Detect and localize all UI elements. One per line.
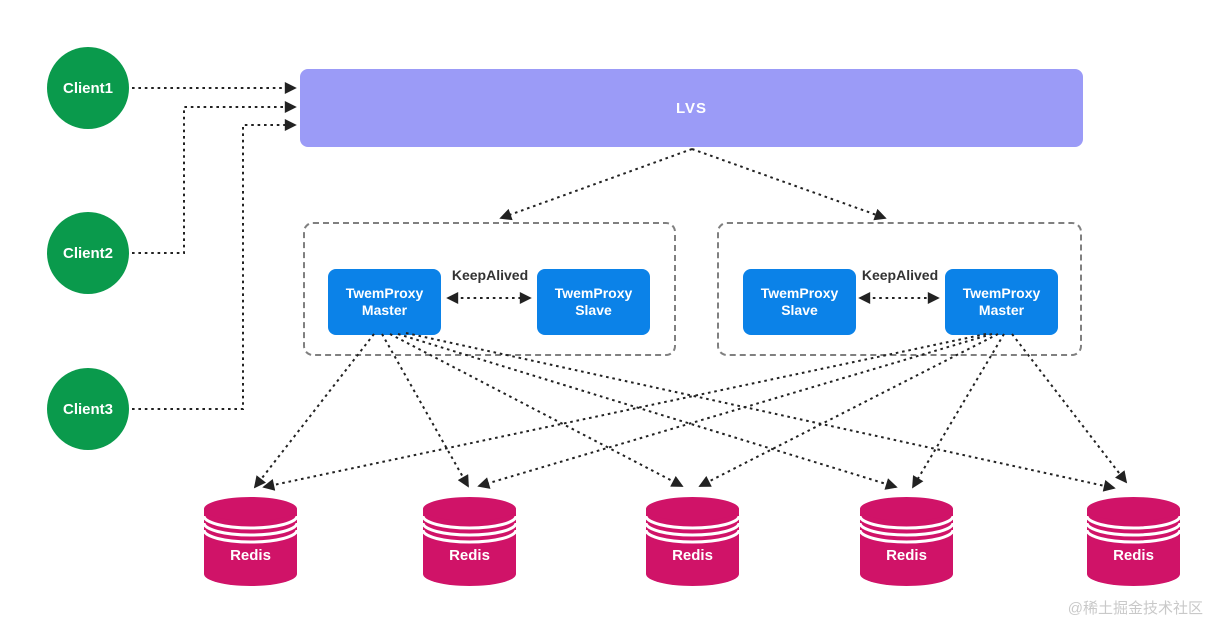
twemproxy-master-2-node: TwemProxy Master	[945, 269, 1058, 335]
edge-master1-redis5	[405, 332, 1116, 492]
client1-node: Client1	[47, 47, 129, 129]
proxy-group-1: TwemProxy Master KeepAlived TwemProxy Sl…	[303, 222, 676, 356]
redis1-label: Redis	[230, 547, 271, 564]
redis4-node: Redis	[858, 497, 955, 587]
edge-master1-redis2	[381, 333, 469, 488]
edge-master2-redis1	[262, 333, 987, 491]
redis2-node: Redis	[421, 497, 518, 587]
edge-lvs-group1	[499, 148, 693, 221]
database-cylinder-icon	[202, 497, 299, 586]
edge-master2-redis5	[1011, 333, 1128, 484]
redis5-label: Redis	[1113, 547, 1154, 564]
edge-lvs-group2	[691, 148, 887, 221]
database-cylinder-icon	[858, 497, 955, 586]
keepalived-label-2: KeepAlived	[861, 267, 939, 283]
client2-label: Client2	[62, 244, 113, 262]
edge-master2-redis3	[698, 333, 999, 487]
twemproxy-master-1-node: TwemProxy Master	[328, 269, 441, 335]
client3-label: Client3	[62, 400, 113, 418]
edge-client2-lvs	[132, 101, 297, 254]
client3-node: Client3	[47, 368, 129, 450]
client2-node: Client2	[47, 212, 129, 294]
edge-client3-lvs	[132, 119, 297, 410]
keepalived-label-1: KeepAlived	[451, 267, 529, 283]
database-cylinder-icon	[644, 497, 741, 586]
twemproxy-slave-1-node: TwemProxy Slave	[537, 269, 650, 335]
redis3-node: Redis	[644, 497, 741, 587]
redis4-label: Redis	[886, 547, 927, 564]
lvs-node: LVS	[300, 69, 1083, 147]
redis5-node: Redis	[1085, 497, 1182, 587]
twemproxy-master-1-label: TwemProxy Master	[345, 285, 424, 318]
redis1-node: Redis	[202, 497, 299, 587]
database-cylinder-icon	[421, 497, 518, 586]
client1-label: Client1	[62, 79, 113, 97]
redis3-label: Redis	[672, 547, 713, 564]
edge-master1-redis4	[397, 333, 898, 490]
twemproxy-slave-2-node: TwemProxy Slave	[743, 269, 856, 335]
cylinder-stripes	[202, 515, 299, 530]
watermark-text: @稀土掘金技术社区	[1067, 600, 1203, 617]
database-cylinder-icon	[1085, 497, 1182, 586]
twemproxy-slave-2-label: TwemProxy Slave	[760, 285, 839, 318]
lvs-label: LVS	[675, 99, 708, 117]
proxy-group-2: TwemProxy Slave KeepAlived TwemProxy Mas…	[717, 222, 1082, 356]
edge-master1-redis1	[253, 333, 375, 489]
redis2-label: Redis	[449, 547, 490, 564]
edge-master1-redis3	[389, 333, 684, 487]
twemproxy-slave-1-label: TwemProxy Slave	[554, 285, 633, 318]
twemproxy-master-2-label: TwemProxy Master	[962, 285, 1041, 318]
edge-master2-redis4	[912, 333, 1005, 489]
edge-master2-redis2	[477, 333, 993, 489]
